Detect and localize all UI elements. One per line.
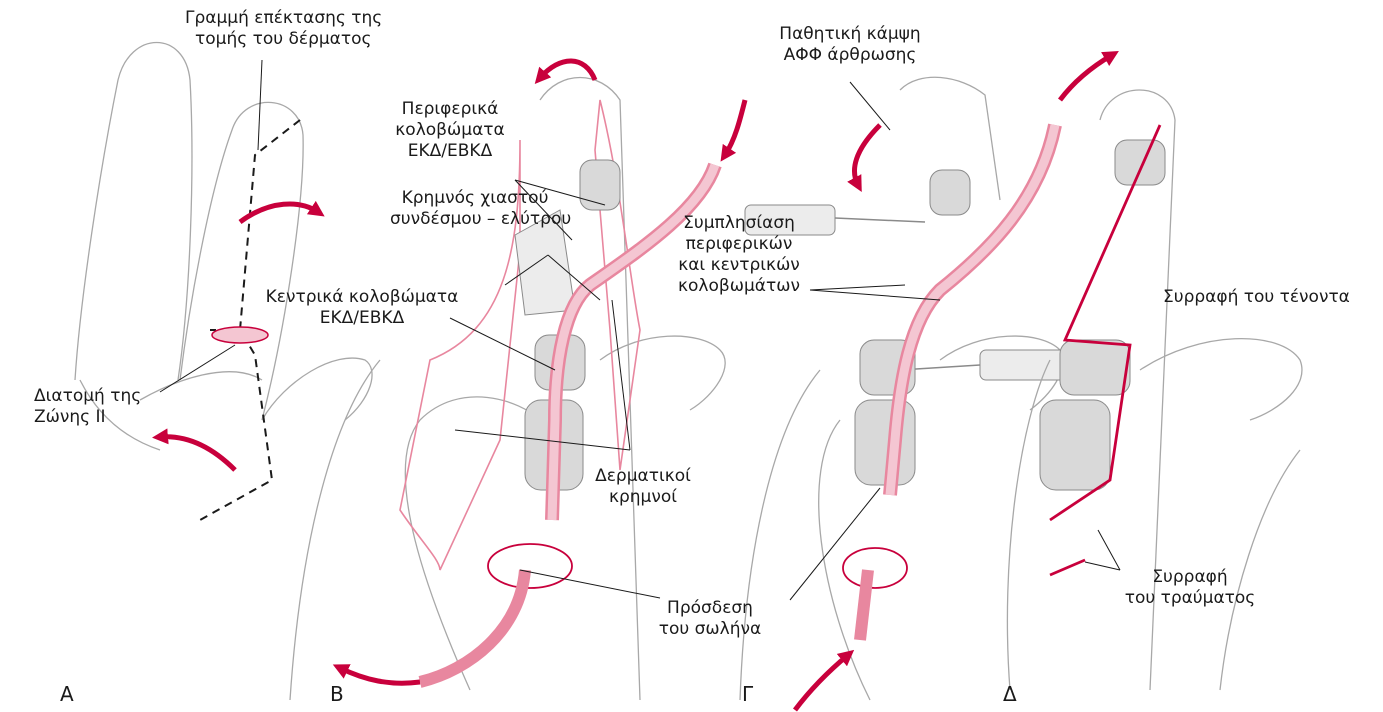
arrow-g-bottom [795,655,848,710]
label-line: και κεντρικών [664,255,814,276]
label-line: κρημνοί [583,487,703,508]
catheter-exit-g [860,570,868,640]
label-skin-incision-extension: Γραμμή επέκτασης της τομής του δέρματος [185,8,382,50]
needle-upper [835,218,925,222]
label-passive-flexion: Παθητική κάμψη ΑΦΦ άρθρωσης [745,24,955,66]
label-tendon-repair: Συρραφή του τένοντα [1163,287,1350,308]
label-line: ΕΚΔ/ΕΒΚΔ [262,308,462,329]
label-wound-closure: Συρραφή του τραύματος [1120,567,1260,609]
label-line: Παθητική κάμψη [745,24,955,45]
proximal-wound-g [843,548,907,588]
label-line: του τραύματος [1120,588,1260,609]
label-stump-approximation: Συμπλησίαση περιφερικών και κεντρικών κο… [664,213,814,297]
leaders-d [1085,530,1120,570]
label-distal-stumps: Περιφερικά κολοβώματα ΕΚΔ/ΕΒΚΔ [380,99,520,162]
label-line: Συμπλησίαση [664,213,814,234]
arrow-g-flex [854,125,880,185]
arrow-b-top-right [725,100,745,155]
panel-label-d: Δ [1003,682,1017,706]
label-line: περιφερικών [664,234,814,255]
label-line: Γραμμή επέκτασης της [185,8,382,29]
label-line: Κρημνός χιαστού [390,188,560,209]
label-line: του σωλήνα [650,619,770,640]
label-line: κολοβωμάτων [664,276,814,297]
label-line: Συρραφή [1120,567,1260,588]
label-line: συνδέσμου – ελύτρου [390,209,560,230]
panel-label-g: Γ [742,682,753,706]
arrow-g-top [1060,55,1112,100]
arrow-flap-left [160,437,235,470]
wound-closure-proximal [1050,560,1085,575]
arrow-b-top-left [540,61,595,80]
proximal-wound-b [488,544,572,588]
label-skin-flaps: Δερματικοί κρημνοί [583,466,703,508]
label-line: κολοβώματα [380,120,520,141]
label-line: Πρόσδεση [650,598,770,619]
label-line: τομής του δέρματος [185,29,382,50]
label-line: Ζώνης ΙΙ [34,407,141,428]
zone2-laceration-mark [212,327,268,343]
label-cruciate-flap: Κρημνός χιαστού συνδέσμου – ελύτρου [390,188,560,230]
arrow-b-bottom [340,668,420,683]
label-zone2-laceration: Διατομή της Ζώνης ΙΙ [34,386,141,428]
panel-label-a: Α [60,682,74,706]
label-tube-attachment: Πρόσδεση του σωλήνα [650,598,770,640]
label-line: Περιφερικά [380,99,520,120]
bones-d [1040,140,1165,490]
panel-label-b: Β [330,682,344,706]
label-line: ΑΦΦ άρθρωσης [745,45,955,66]
label-line: Διατομή της [34,386,141,407]
syringe-lower [980,350,1070,380]
leader-zone2 [160,345,235,392]
arrow-flap-right [240,204,318,222]
leader-incision [258,60,262,150]
label-line: ΕΚΔ/ΕΒΚΔ [380,141,520,162]
catheter-exit-b [420,570,525,682]
label-proximal-stumps: Κεντρικά κολοβώματα ΕΚΔ/ΕΒΚΔ [262,287,462,329]
label-line: Συρραφή του τένοντα [1163,287,1350,308]
label-line: Κεντρικά κολοβώματα [262,287,462,308]
label-line: Δερματικοί [583,466,703,487]
